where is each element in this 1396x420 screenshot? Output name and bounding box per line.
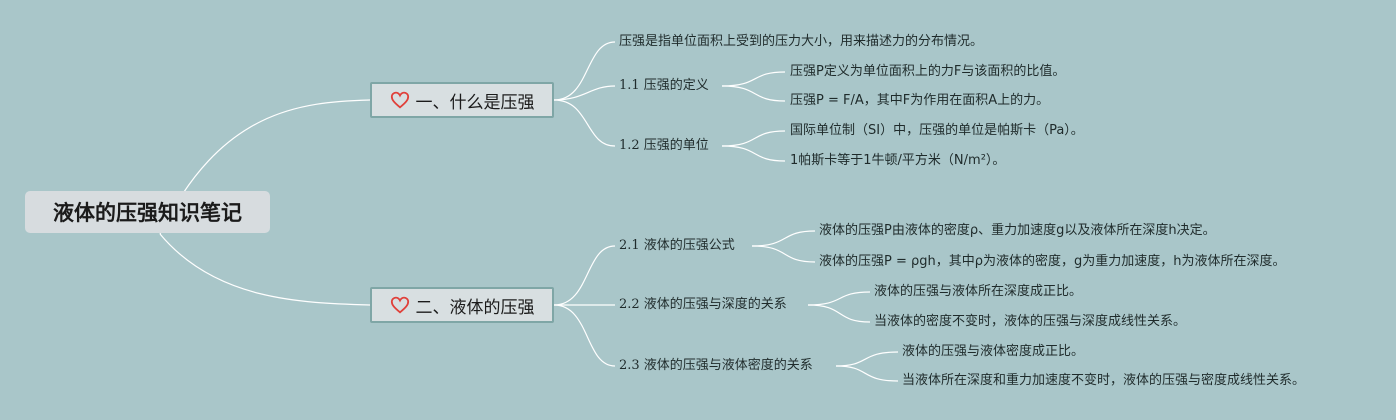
subtopic-2-1-item-1[interactable]: 液体的压强P由液体的密度ρ、重力加速度g以及液体所在深度h决定。 (819, 223, 1216, 238)
subtopic-1-1[interactable]: 1.1 压强的定义 (619, 78, 709, 93)
subtopic-2-3-item-1[interactable]: 液体的压强与液体密度成正比。 (902, 344, 1085, 359)
heart-outline-icon (390, 296, 409, 314)
subtopic-1-1-item-2[interactable]: 压强P = F/A，其中F为作用在面积A上的力。 (790, 93, 1050, 108)
subtopic-2-1-item-2[interactable]: 液体的压强P = ρgh，其中ρ为液体的密度，g为重力加速度，h为液体所在深度。 (819, 254, 1286, 269)
branch-1-topic[interactable]: 一、什么是压强 (370, 82, 554, 118)
subtopic-1-2-item-2[interactable]: 1帕斯卡等于1牛顿/平方米（N/m²）。 (790, 153, 1006, 168)
branch-1-intro[interactable]: 压强是指单位面积上受到的压力大小，用来描述力的分布情况。 (619, 34, 984, 49)
subtopic-2-2[interactable]: 2.2 液体的压强与深度的关系 (619, 297, 787, 312)
subtopic-2-3[interactable]: 2.3 液体的压强与液体密度的关系 (619, 358, 813, 373)
branch-2-topic[interactable]: 二、液体的压强 (370, 287, 554, 323)
subtopic-2-1[interactable]: 2.1 液体的压强公式 (619, 238, 735, 253)
branch-1-label: 一、什么是压强 (415, 92, 535, 113)
subtopic-2-3-item-2[interactable]: 当液体所在深度和重力加速度不变时，液体的压强与密度成线性关系。 (902, 373, 1306, 388)
heart-outline-icon (390, 91, 409, 109)
subtopic-1-2-item-1[interactable]: 国际单位制（SI）中，压强的单位是帕斯卡（Pa）。 (790, 123, 1084, 138)
subtopic-2-2-item-1[interactable]: 液体的压强与液体所在深度成正比。 (874, 284, 1083, 299)
subtopic-1-2[interactable]: 1.2 压强的单位 (619, 138, 709, 153)
root-topic[interactable]: 液体的压强知识笔记 (25, 191, 270, 233)
root-topic-label: 液体的压强知识笔记 (53, 201, 242, 225)
subtopic-1-1-item-1[interactable]: 压强P定义为单位面积上的力F与该面积的比值。 (790, 64, 1066, 79)
branch-2-label: 二、液体的压强 (415, 297, 535, 318)
subtopic-2-2-item-2[interactable]: 当液体的密度不变时，液体的压强与深度成线性关系。 (874, 314, 1187, 329)
